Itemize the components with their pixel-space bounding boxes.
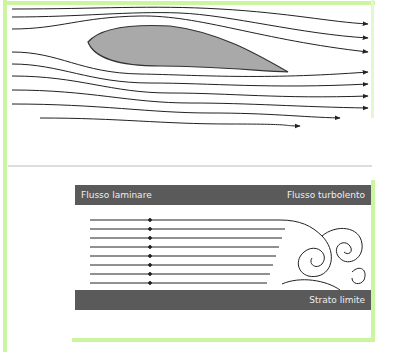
- band-label: Strato limite: [309, 295, 365, 305]
- airfoil: [88, 26, 288, 72]
- streamlines: [12, 7, 368, 126]
- band-label: Flusso turbolento: [287, 190, 365, 200]
- channel-streamlines: [90, 219, 285, 285]
- channel: [75, 205, 371, 290]
- band-label: Flusso laminare: [81, 190, 152, 200]
- separator-line: [8, 166, 372, 167]
- frame-line: [371, 180, 375, 342]
- frame-line: [3, 1, 375, 5]
- wall-band: Strato limite: [75, 290, 371, 310]
- wall-band: Flusso laminare Flusso turbolento: [75, 185, 371, 205]
- frame-line: [72, 338, 375, 342]
- frame-line: [3, 0, 7, 352]
- vortices: [90, 220, 365, 290]
- frame-line: [371, 0, 374, 118]
